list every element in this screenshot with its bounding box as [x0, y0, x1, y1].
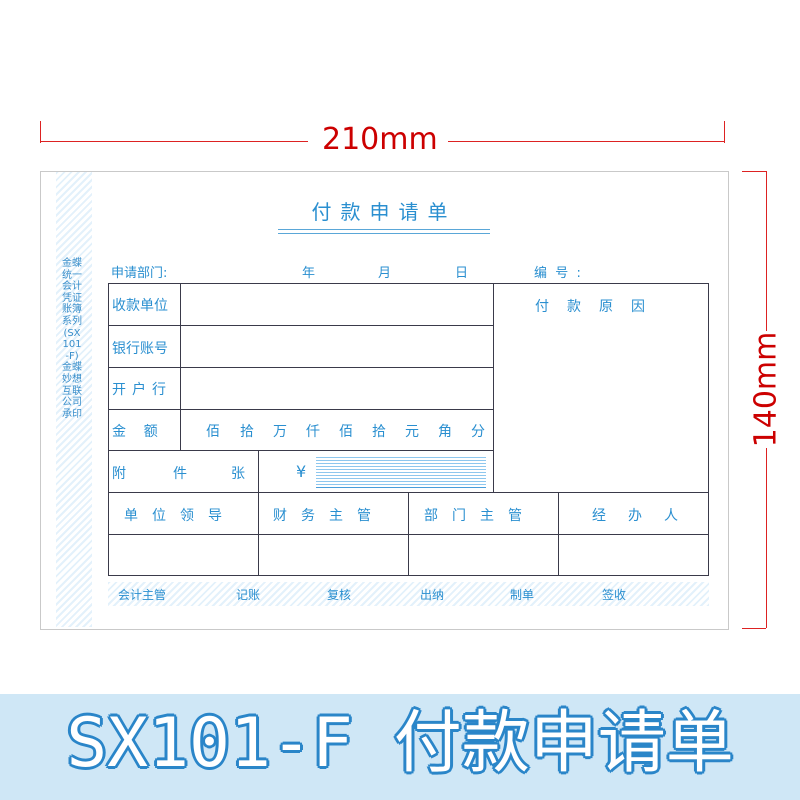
approval-unit-leader: 单位领导 — [124, 508, 236, 524]
form-sheet — [40, 171, 729, 630]
year-label: 年 — [302, 266, 316, 281]
amount-unit-shi: 拾 — [240, 424, 254, 440]
side-print-text: 金蝶统一会计凭证账簿系列(SX101-F)金蝶妙想互联公司承印 — [62, 258, 82, 420]
width-dim-line-left — [40, 141, 308, 142]
amount-unit-wan: 万 — [273, 424, 287, 440]
col-line — [493, 283, 494, 492]
sign-accounting-head: 会计主管 — [118, 588, 167, 602]
amount-label: 金 额 — [112, 424, 158, 440]
number-label: 编 号 : — [534, 266, 581, 281]
title-underline-1 — [278, 229, 490, 230]
amount-unit-bai: 佰 — [206, 424, 220, 440]
reason-label: 付款原因 — [535, 299, 663, 315]
bank-label: 开户行 — [112, 382, 172, 398]
approval-finance-head: 财务主管 — [273, 508, 385, 524]
amount-unit-qian: 仟 — [306, 424, 320, 440]
title-underline-2 — [278, 233, 490, 234]
attachments-mid: 件 — [173, 466, 187, 482]
amount-unit-shi2: 拾 — [372, 424, 386, 440]
day-label: 日 — [455, 266, 469, 281]
amount-unit-jiao: 角 — [438, 424, 452, 440]
height-dim-top-tick — [742, 171, 766, 172]
signature-bar — [108, 582, 709, 606]
height-dim-bottom-tick — [742, 628, 766, 629]
width-dim-line-right — [448, 141, 725, 142]
height-dim-line-bottom — [766, 448, 767, 628]
row-line — [108, 325, 493, 326]
sign-cashier: 出纳 — [420, 588, 445, 602]
amount-total-field[interactable] — [316, 456, 486, 488]
dept-label: 申请部门: — [111, 266, 168, 281]
row-line — [108, 409, 493, 410]
row-line — [108, 450, 493, 451]
sign-bookkeeping: 记账 — [236, 588, 261, 602]
payee-label: 收款单位 — [112, 298, 168, 314]
col-line — [258, 450, 259, 576]
height-dim-line-top — [766, 171, 767, 331]
month-label: 月 — [378, 266, 392, 281]
product-banner-title: SX101-F 付款申请单 — [66, 704, 734, 783]
bank-account-label: 银行账号 — [112, 341, 168, 357]
attachments-unit: 张 — [231, 466, 245, 482]
form-title: 付款申请单 — [311, 200, 457, 224]
approval-handler: 经办人 — [592, 508, 700, 524]
sign-preparer: 制单 — [510, 588, 535, 602]
col-line — [180, 283, 181, 450]
width-dim-label: 210mm — [322, 122, 438, 157]
currency-symbol: ¥ — [296, 462, 307, 481]
col-line — [558, 492, 559, 576]
height-dim-label: 140mm — [748, 331, 784, 448]
attachments-label: 附 — [112, 466, 126, 482]
col-line — [408, 492, 409, 576]
width-dim-right-tick — [724, 121, 725, 143]
amount-unit-bai2: 佰 — [339, 424, 353, 440]
sign-receipt: 签收 — [602, 588, 627, 602]
side-strip — [56, 172, 92, 627]
approval-dept-head: 部门主管 — [424, 508, 536, 524]
amount-unit-fen: 分 — [471, 424, 485, 440]
width-dim-left-tick — [40, 121, 41, 143]
sign-review: 复核 — [327, 588, 352, 602]
row-line — [108, 367, 493, 368]
product-banner — [0, 694, 800, 800]
amount-unit-yuan: 元 — [405, 424, 419, 440]
